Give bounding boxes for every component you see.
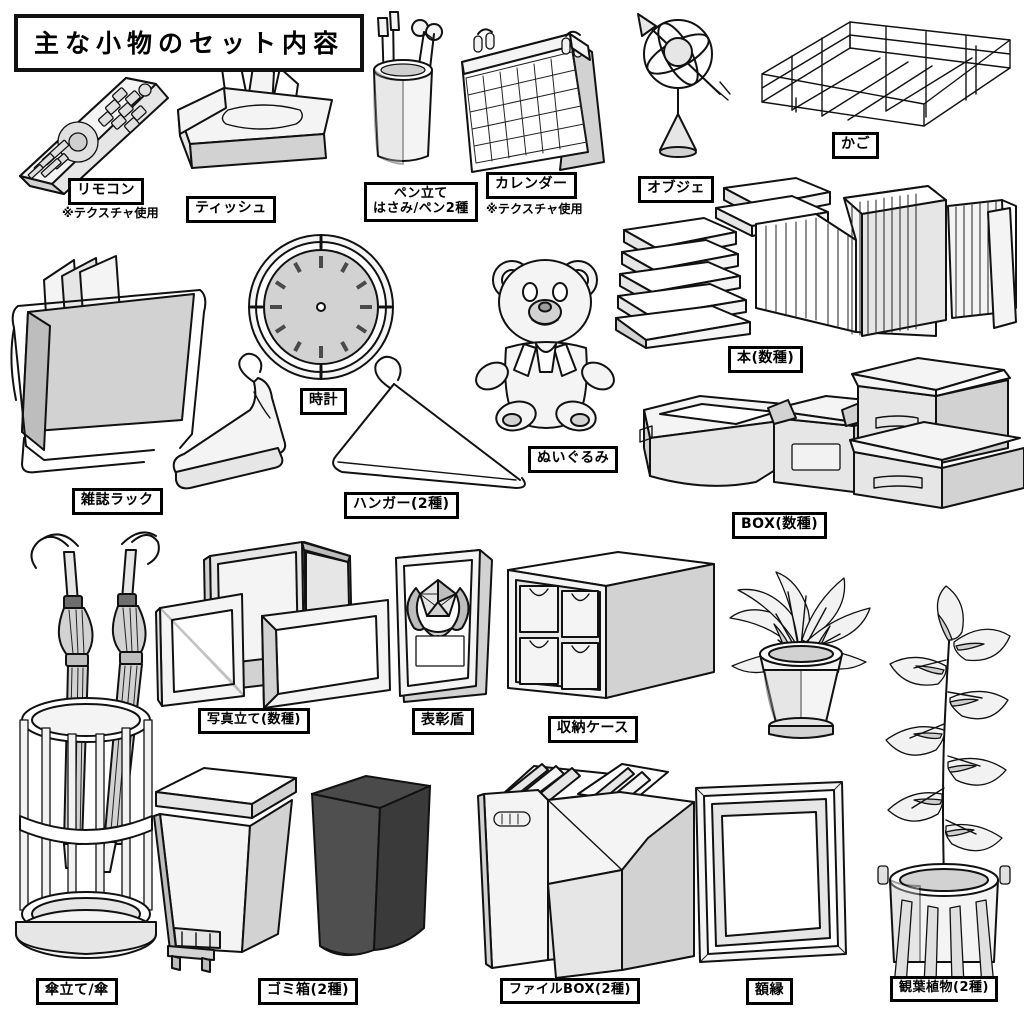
label-clock: 時計 — [300, 388, 347, 415]
label-plants: 観葉植物(2種) — [890, 976, 998, 1002]
label-umbrella: 傘立て/傘 — [36, 978, 118, 1005]
magazine-rack-icon — [4, 250, 214, 490]
trash-can-dark-icon — [306, 770, 436, 970]
picture-frame-icon — [690, 778, 850, 968]
armillary-objet-icon — [616, 6, 746, 181]
page-title: 主な小物のセット内容 — [14, 14, 365, 72]
label-filebox: ファイルBOX(2種) — [500, 978, 640, 1004]
desk-calendar-icon — [452, 22, 632, 182]
tv-remote-icon — [8, 68, 188, 198]
label-tissue: ティッシュ — [186, 196, 276, 223]
wire-basket-icon — [756, 14, 1016, 139]
award-shield-icon — [380, 546, 500, 706]
label-penstand: ペン立て はさみ/ペン2種 — [364, 182, 478, 223]
umbrella-stand-icon — [12, 528, 162, 978]
label-drawers: 収納ケース — [548, 716, 638, 743]
storage-box-icon — [636, 352, 1024, 512]
note-calendar: ※テクスチャ使用 — [486, 202, 583, 216]
label-pictureframe: 額縁 — [746, 978, 793, 1005]
tissue-box-icon — [168, 48, 348, 178]
label-books: 本(数種) — [728, 346, 804, 373]
label-box: BOX(数種) — [732, 512, 828, 539]
books-icon — [615, 168, 1017, 349]
label-trash: ゴミ箱(2種) — [258, 978, 359, 1005]
teddy-bear-icon — [462, 244, 632, 434]
clothes-hanger-icon — [158, 348, 348, 493]
photo-frame-icon — [155, 538, 406, 709]
houseplant-tall-icon — [858, 580, 1024, 990]
drawer-case-icon — [500, 548, 720, 708]
label-basket: かご — [832, 132, 879, 159]
label-calendar: カレンダー — [486, 172, 577, 199]
trash-can-icon — [146, 756, 306, 976]
pen-stand-icon — [358, 8, 468, 178]
label-magrack: 雑誌ラック — [72, 488, 163, 515]
label-remote: リモコン — [68, 178, 144, 205]
label-hanger: ハンガー(2種) — [344, 492, 459, 519]
label-shield: 表彰盾 — [412, 708, 474, 735]
label-objet: オブジェ — [638, 176, 714, 203]
wall-clock-icon — [246, 232, 396, 382]
note-remote: ※テクスチャ使用 — [62, 206, 159, 220]
file-box-icon — [472, 760, 702, 980]
label-photoframes: 写真立て(数種) — [198, 708, 310, 734]
label-plush: ぬいぐるみ — [528, 446, 619, 473]
clothes-hanger-wire-icon — [320, 352, 540, 502]
houseplant-icon — [718, 552, 878, 742]
